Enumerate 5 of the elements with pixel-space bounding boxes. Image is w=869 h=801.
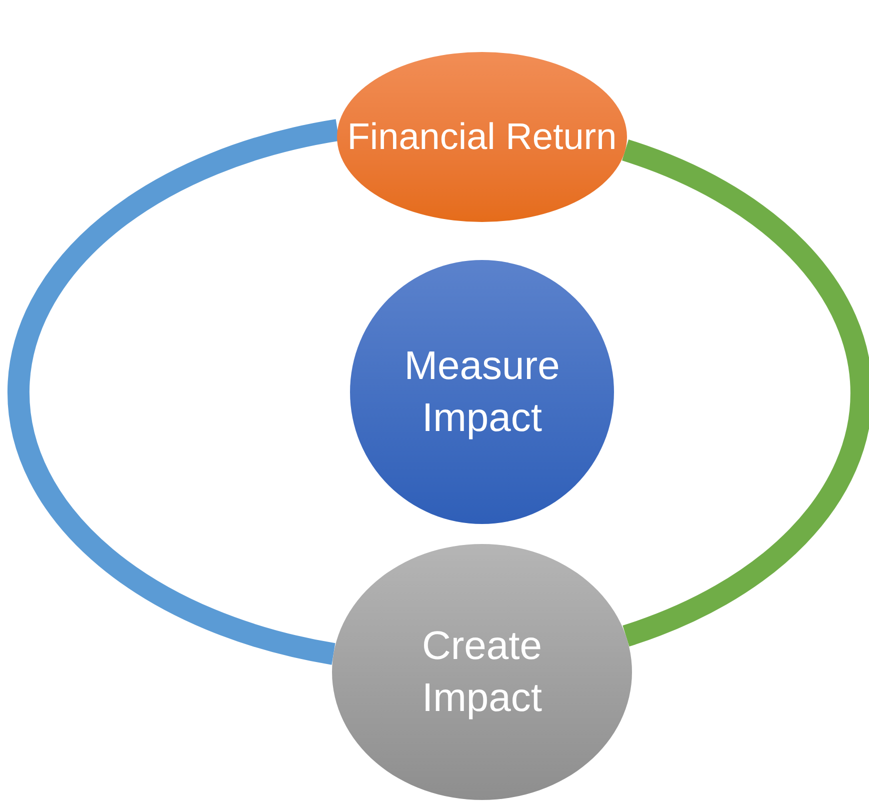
- connector-arc: [8, 119, 340, 665]
- node-label: Financial Return: [347, 114, 617, 159]
- node-label: Create Impact: [420, 623, 544, 722]
- connector-arc: [622, 140, 869, 646]
- node-label: Measure Impact: [403, 343, 561, 442]
